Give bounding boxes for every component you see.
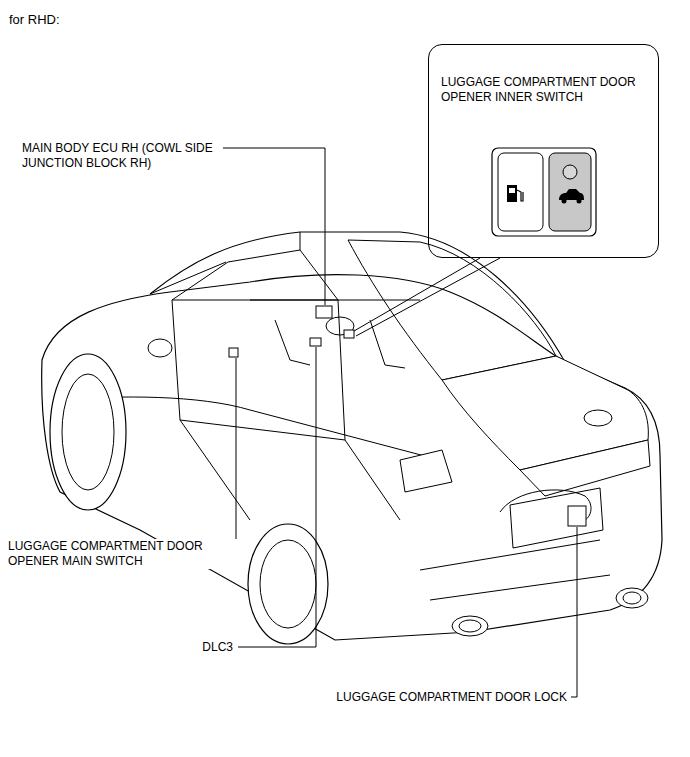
callout-title: LUGGAGE COMPARTMENT DOOR OPENER INNER SW… <box>441 75 637 105</box>
part-name: LUGGAGE COMPARTMENT DOOR OPENER MAIN SWI… <box>7 539 239 569</box>
part-name: DLC3 <box>201 640 234 655</box>
note-text: for RHD: <box>8 12 61 27</box>
callout-box: LUGGAGE COMPARTMENT DOOR OPENER INNER SW… <box>428 44 659 258</box>
part-name: MAIN BODY ECU RH (COWL SIDE JUNCTION BLO… <box>21 141 223 171</box>
part-name: LUGGAGE COMPARTMENT DOOR LOCK <box>335 690 568 705</box>
